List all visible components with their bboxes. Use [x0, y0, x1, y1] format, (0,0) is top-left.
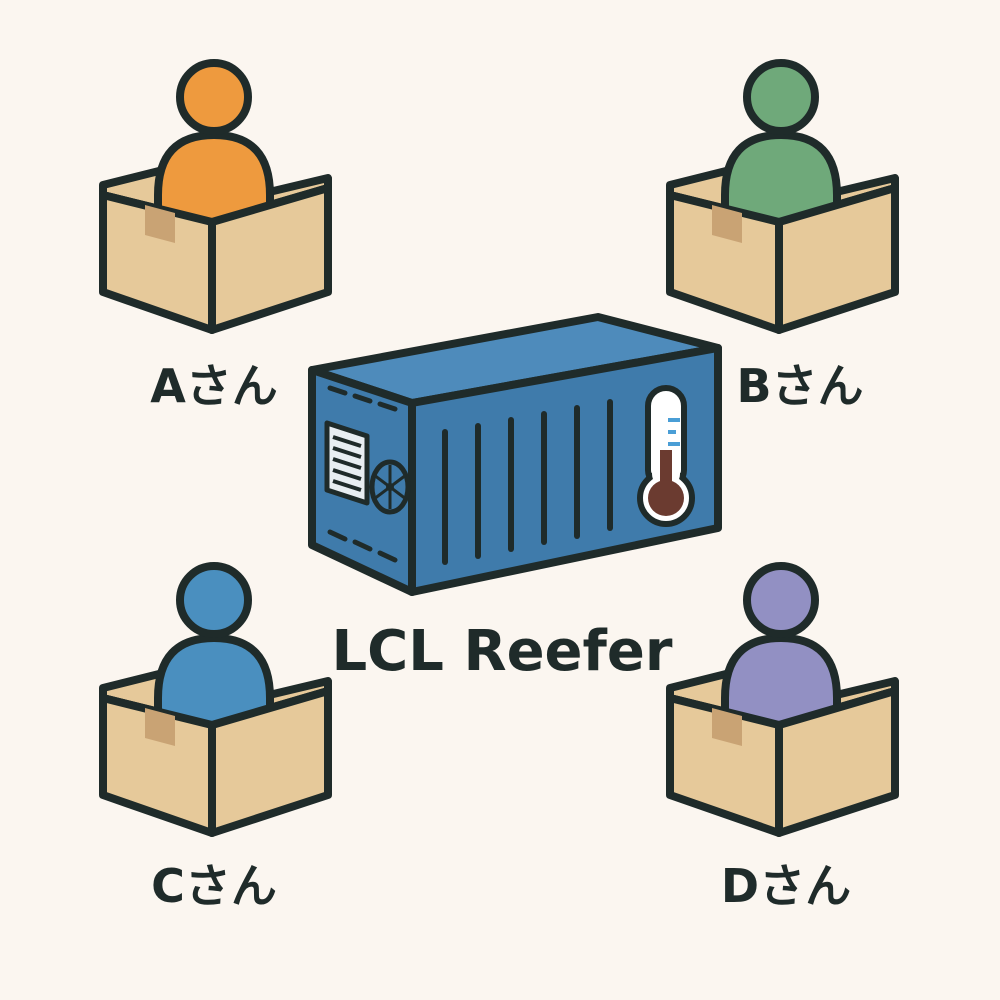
shipper-b — [666, 59, 899, 334]
shipper-d-label: Dさん — [720, 859, 852, 913]
shipper-b-label: Bさん — [736, 359, 864, 413]
shipper-c-label: Cさん — [151, 859, 277, 913]
fan-icon — [369, 459, 411, 515]
person-body — [721, 634, 841, 737]
vent-grille-icon — [324, 420, 370, 506]
box-tape — [712, 205, 742, 243]
center-label: LCL Reefer — [331, 619, 673, 684]
box-tape — [145, 708, 175, 746]
box-tape — [712, 708, 742, 746]
thermometer-icon — [637, 385, 695, 527]
person-body — [721, 131, 841, 234]
reefer-container — [308, 313, 722, 596]
person-body — [154, 634, 274, 737]
box-right-face — [208, 687, 332, 837]
box-tape — [145, 205, 175, 243]
shipper-a-label: Aさん — [150, 359, 278, 413]
person-head — [743, 59, 819, 135]
container-side-face — [408, 344, 722, 596]
shipper-c — [99, 562, 332, 837]
person-head — [176, 562, 252, 638]
person-head — [743, 562, 819, 638]
box-right-face — [775, 184, 899, 334]
shipper-d — [666, 562, 899, 837]
box-right-face — [208, 184, 332, 334]
person-body — [154, 131, 274, 234]
box-right-face — [775, 687, 899, 837]
shipper-a — [99, 59, 332, 334]
person-head — [176, 59, 252, 135]
